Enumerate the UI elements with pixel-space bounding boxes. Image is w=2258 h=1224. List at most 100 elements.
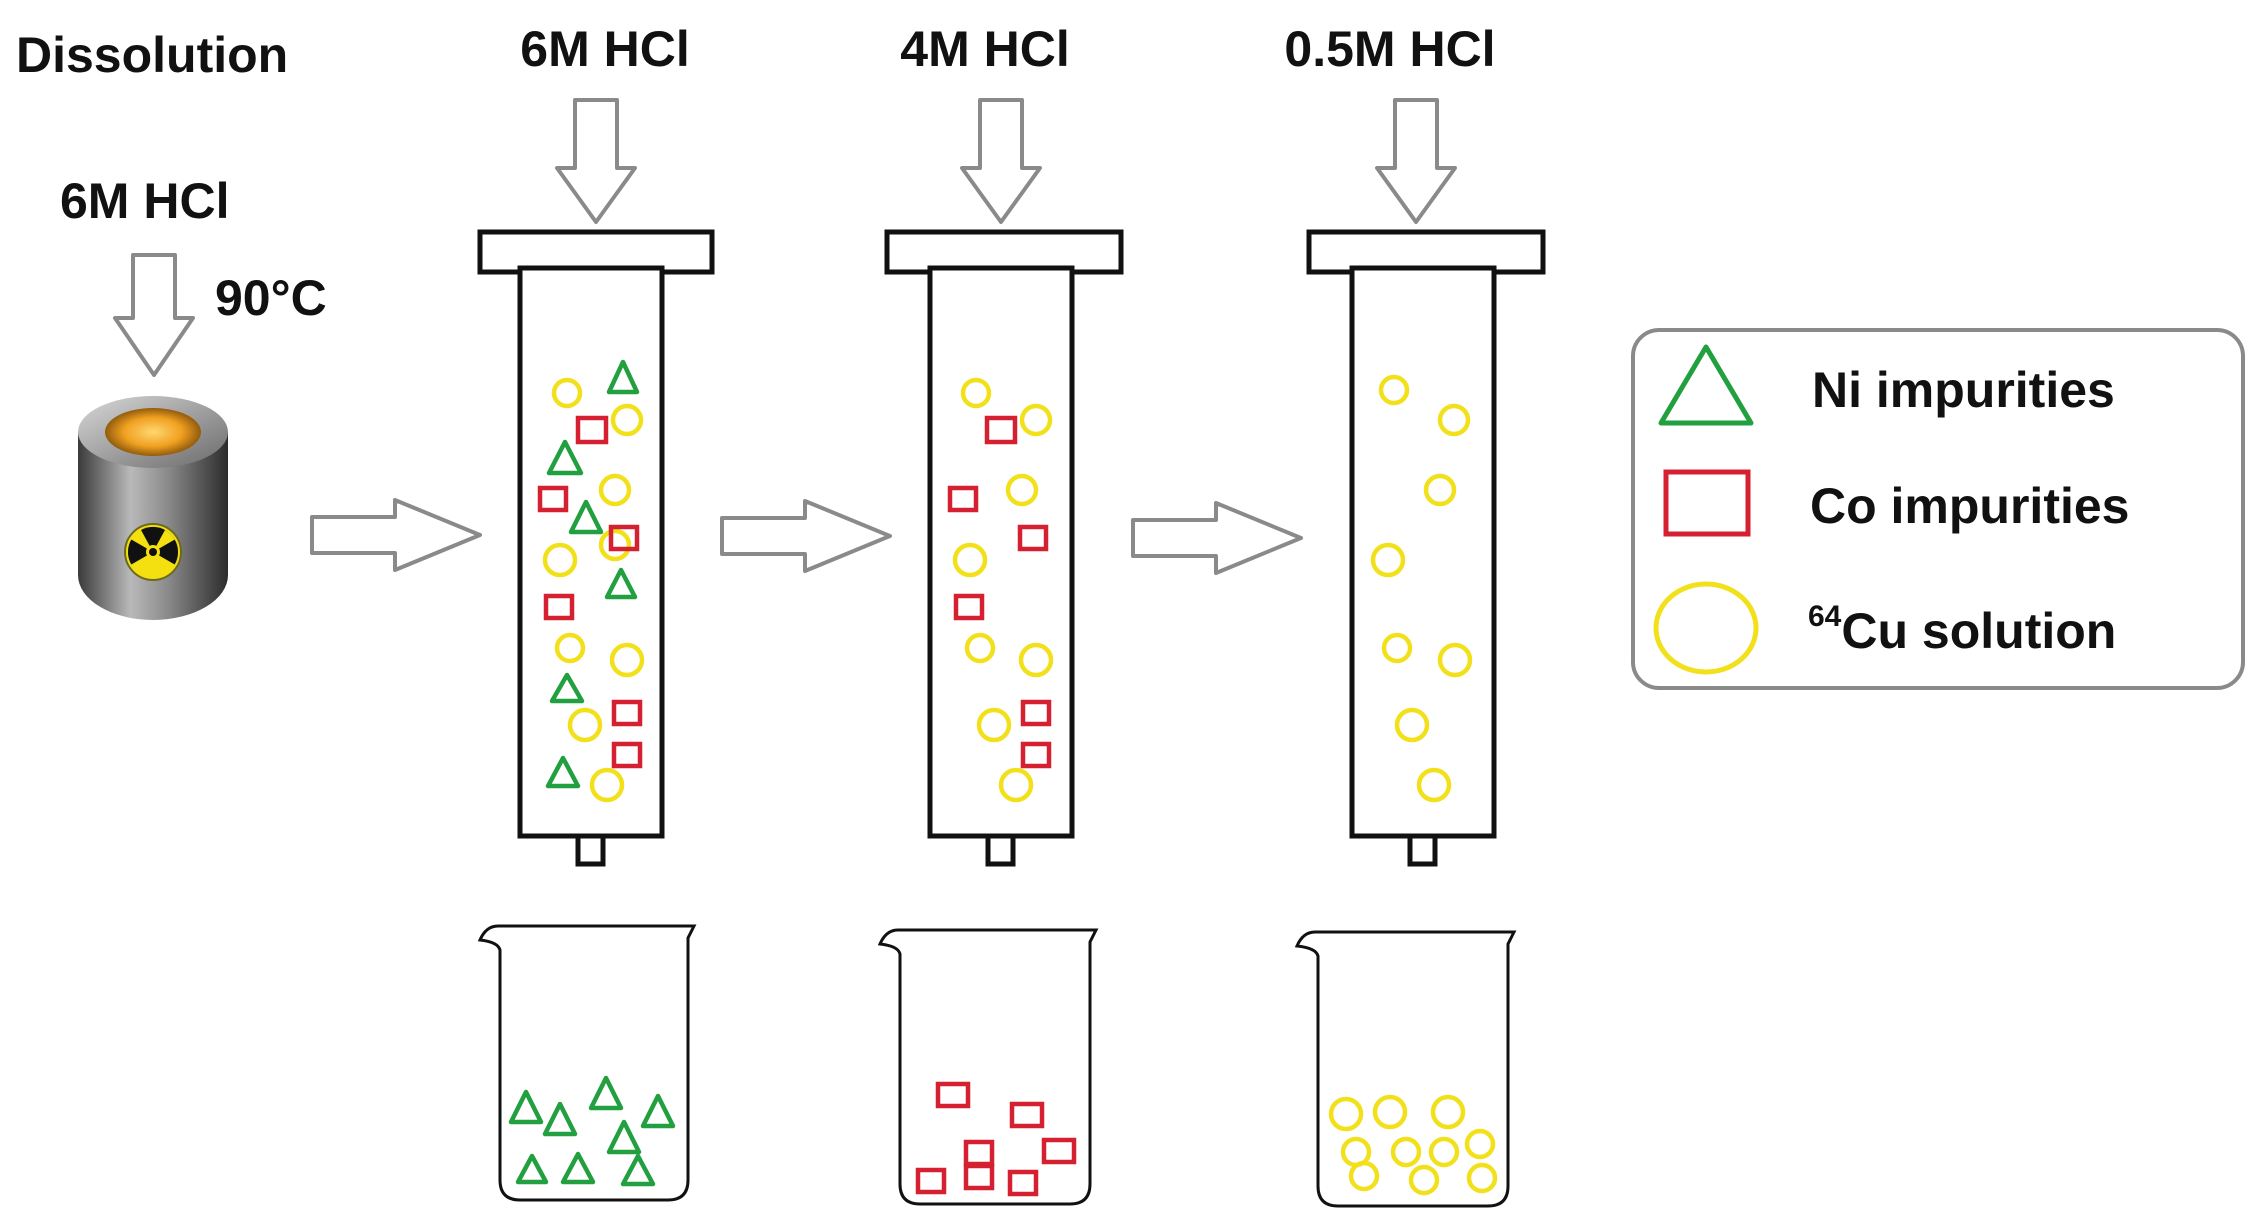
column-2 — [884, 229, 1124, 867]
ni-particle — [549, 672, 585, 704]
cu-particle — [1394, 707, 1430, 743]
ni-particle — [604, 567, 638, 600]
eluent-3-label: 0.5M HCl — [1284, 21, 1495, 77]
ni-particle — [620, 1153, 656, 1187]
eluent-1-label: 6M HCl — [520, 21, 689, 77]
cu-particle — [1390, 1136, 1422, 1168]
cu-particle — [1437, 642, 1473, 678]
ni-particle — [545, 755, 581, 789]
cu-particle — [1416, 767, 1452, 803]
temperature-label: 90°C — [215, 270, 327, 326]
cu-particle — [1005, 473, 1039, 507]
beaker-2-contents — [915, 1081, 1077, 1197]
cu-particle — [589, 767, 625, 803]
ni-particle — [606, 1119, 642, 1155]
dissolve-acid-label: 6M HCl — [60, 173, 229, 229]
co-particle — [537, 485, 569, 513]
cu-particle — [609, 642, 645, 678]
cu-particle — [567, 707, 603, 743]
legend-label-cu: 64Cu solution — [1808, 600, 2116, 659]
ni-particle — [640, 1093, 676, 1129]
cu-particle — [1430, 1094, 1466, 1130]
co-particle — [984, 415, 1018, 445]
cu-particle — [1466, 1162, 1498, 1194]
ni-particle — [515, 1153, 549, 1185]
right-arrow-1 — [310, 498, 482, 572]
cu-particle — [998, 767, 1034, 803]
title-label: Dissolution — [16, 27, 288, 83]
radioactive-target-icon — [78, 396, 228, 620]
cu-particle — [554, 632, 586, 664]
co-particle — [1017, 524, 1049, 552]
ni-particle — [568, 499, 604, 535]
cu-particle — [542, 542, 578, 578]
ni-particle — [508, 1089, 544, 1125]
square-icon — [1663, 469, 1751, 537]
circle-icon — [1653, 581, 1759, 675]
column-1-contents — [537, 359, 645, 803]
legend: Ni impurities Co impurities 64Cu solutio… — [1631, 328, 2245, 690]
cu-particle — [960, 377, 992, 409]
cu-particle — [1381, 632, 1413, 664]
co-particle — [935, 1081, 971, 1109]
cu-particle — [1378, 374, 1410, 406]
cu-particle — [1464, 1128, 1496, 1160]
cu-particle — [1423, 473, 1457, 507]
cu-particle — [1408, 1164, 1440, 1196]
cu-particle — [1428, 1136, 1460, 1168]
beaker-2 — [877, 928, 1099, 1206]
co-particle — [1007, 1169, 1039, 1197]
cu-particle — [610, 403, 644, 437]
legend-item-ni: Ni impurities — [1658, 344, 2115, 426]
legend-item-cu: 64Cu solution — [1653, 581, 2116, 675]
co-particle — [611, 699, 643, 727]
co-particle — [608, 524, 640, 552]
triangle-icon — [1658, 344, 1754, 426]
cu-isotope-superscript: 64 — [1808, 600, 1842, 633]
cu-label-text: Cu solution — [1841, 603, 2116, 659]
co-particle — [575, 415, 609, 445]
down-arrow-dissolution — [113, 253, 195, 377]
right-arrow-3 — [1131, 501, 1303, 575]
down-arrow-column-3 — [1375, 98, 1457, 224]
co-particle — [1020, 699, 1052, 727]
cu-particle — [964, 632, 996, 664]
ni-particle — [546, 439, 584, 476]
cu-particle — [1372, 1094, 1408, 1130]
cu-particle — [1018, 642, 1054, 678]
column-1 — [477, 229, 715, 867]
column-3-contents — [1370, 374, 1473, 803]
ni-particle — [542, 1101, 578, 1137]
beaker-3 — [1294, 930, 1517, 1208]
ni-particle — [588, 1075, 624, 1111]
co-particle — [963, 1163, 995, 1191]
co-particle — [1020, 741, 1052, 769]
column-2-contents — [947, 377, 1054, 803]
legend-label-co: Co impurities — [1810, 478, 2129, 534]
co-particle — [953, 593, 985, 621]
beaker-1-contents — [508, 1075, 676, 1187]
cu-particle — [1019, 403, 1053, 437]
cu-particle — [976, 707, 1012, 743]
cu-particle — [1328, 1096, 1364, 1132]
cu-particle — [1370, 542, 1406, 578]
down-arrow-column-2 — [960, 98, 1042, 224]
eluent-2-label: 4M HCl — [900, 21, 1069, 77]
cu-particle — [598, 528, 632, 562]
co-particle — [1009, 1101, 1045, 1129]
right-arrow-2 — [720, 499, 892, 573]
co-particle — [947, 485, 979, 513]
cu-particle — [551, 377, 583, 409]
co-particle — [915, 1167, 947, 1195]
cu-particle — [598, 473, 632, 507]
cu-particle — [952, 542, 988, 578]
legend-item-co: Co impurities — [1663, 469, 2129, 537]
beaker-1 — [477, 924, 697, 1202]
ni-particle — [560, 1151, 596, 1185]
co-particle — [611, 741, 643, 769]
legend-label-ni: Ni impurities — [1812, 362, 2115, 418]
beaker-3-contents — [1328, 1094, 1498, 1196]
co-particle — [543, 593, 575, 621]
